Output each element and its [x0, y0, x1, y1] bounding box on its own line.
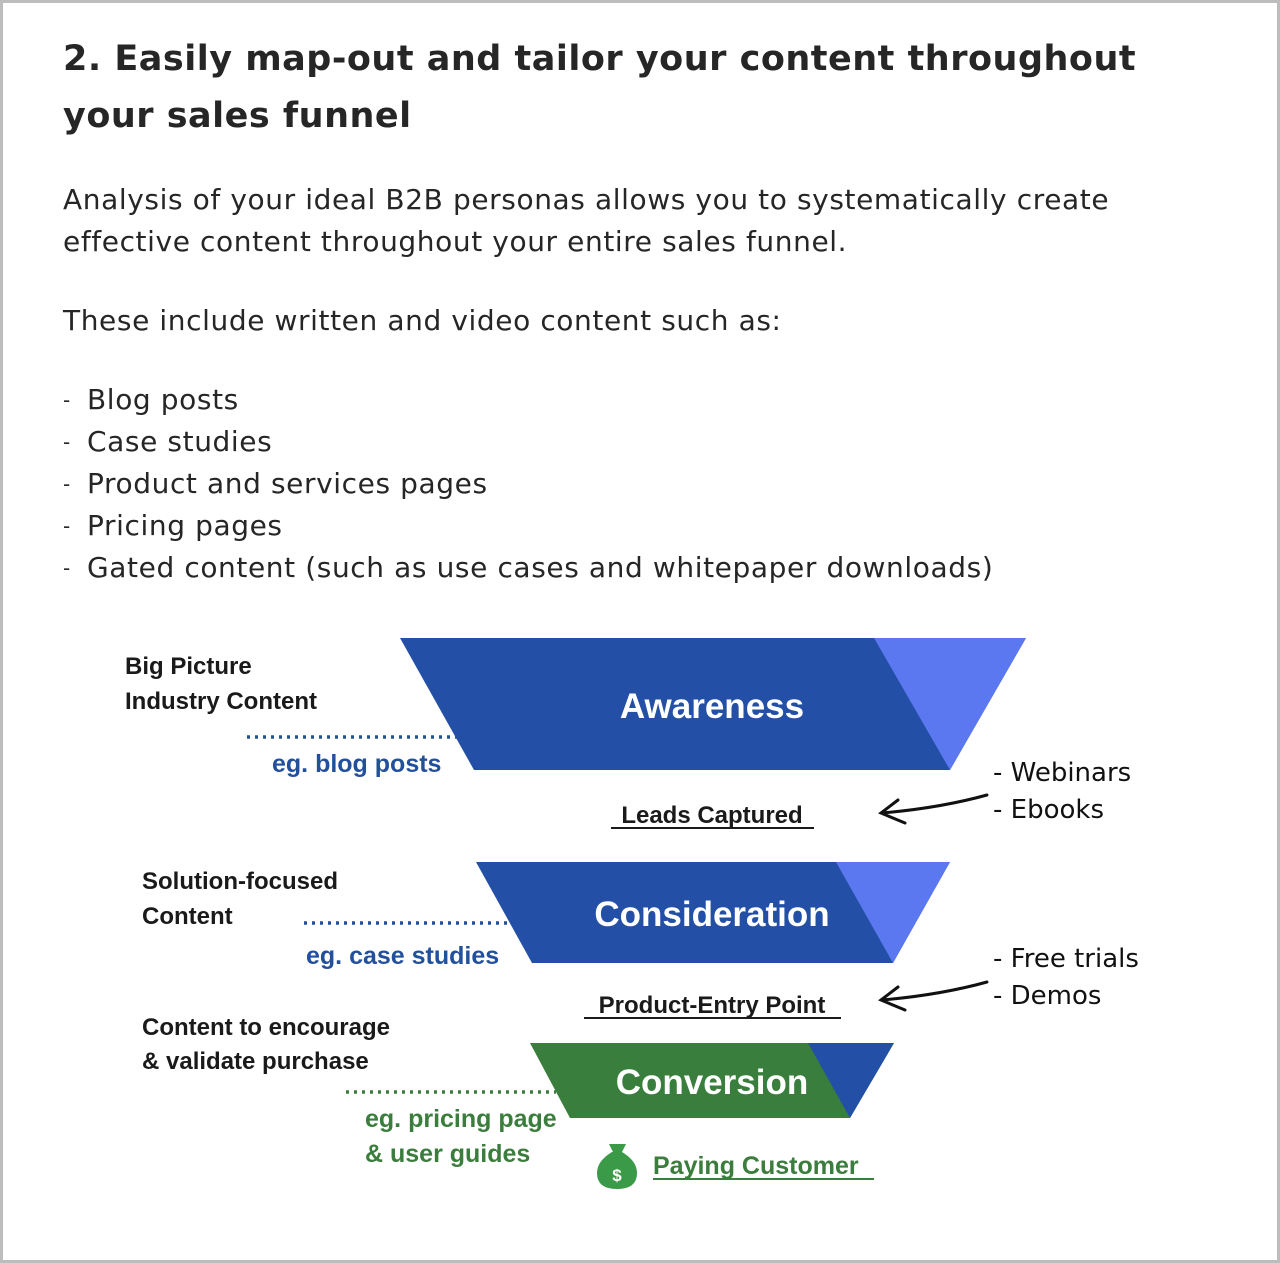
- consideration-stage-shape: [476, 862, 950, 963]
- consideration-example: eg. case studies: [306, 942, 499, 970]
- leads-captured-milestone: Leads Captured: [621, 802, 802, 829]
- conversion-stage-shape: [530, 1043, 894, 1118]
- conversion-audience-label: Content to encourage & validate purchase: [142, 1014, 397, 1075]
- conversion-stage-name: Conversion: [616, 1063, 809, 1102]
- money-bag-icon: $: [597, 1144, 637, 1189]
- paying-customer-milestone: Paying Customer: [653, 1152, 859, 1180]
- consideration-side-note: - Free trials - Demos: [993, 944, 1147, 1011]
- content-type-list: -Blog posts -Case studies -Product and s…: [63, 379, 993, 589]
- product-entry-milestone: Product-Entry Point: [599, 992, 826, 1019]
- awareness-side-note: - Webinars - Ebooks: [993, 758, 1139, 825]
- list-item: -Gated content (such as use cases and wh…: [63, 551, 994, 584]
- webinars-arrow-icon: [878, 793, 989, 825]
- awareness-stage-highlight: [874, 638, 1026, 770]
- list-item: -Blog posts: [63, 383, 239, 416]
- conversion-example: eg. pricing page & user guides: [365, 1105, 564, 1168]
- list-intro: These include written and video content …: [63, 304, 782, 337]
- conversion-stage-highlight: [808, 1043, 894, 1118]
- awareness-audience-label: Big Picture Industry Content: [125, 653, 317, 715]
- awareness-stage-name: Awareness: [620, 687, 804, 726]
- list-item: -Product and services pages: [63, 467, 488, 500]
- consideration-stage-name: Consideration: [594, 895, 829, 934]
- list-item: -Case studies: [63, 425, 273, 458]
- money-bag-symbol: $: [612, 1166, 622, 1185]
- intro-paragraph: Analysis of your ideal B2B personas allo…: [63, 183, 1110, 258]
- section-heading: 2. Easily map-out and tailor your conten…: [63, 39, 1137, 136]
- consideration-audience-label: Solution-focused Content: [142, 868, 345, 930]
- list-item: -Pricing pages: [63, 509, 283, 542]
- consideration-stage-highlight: [836, 862, 950, 963]
- awareness-example: eg. blog posts: [272, 750, 441, 778]
- awareness-stage-shape: [400, 638, 1026, 770]
- free-trials-arrow-icon: [878, 980, 989, 1012]
